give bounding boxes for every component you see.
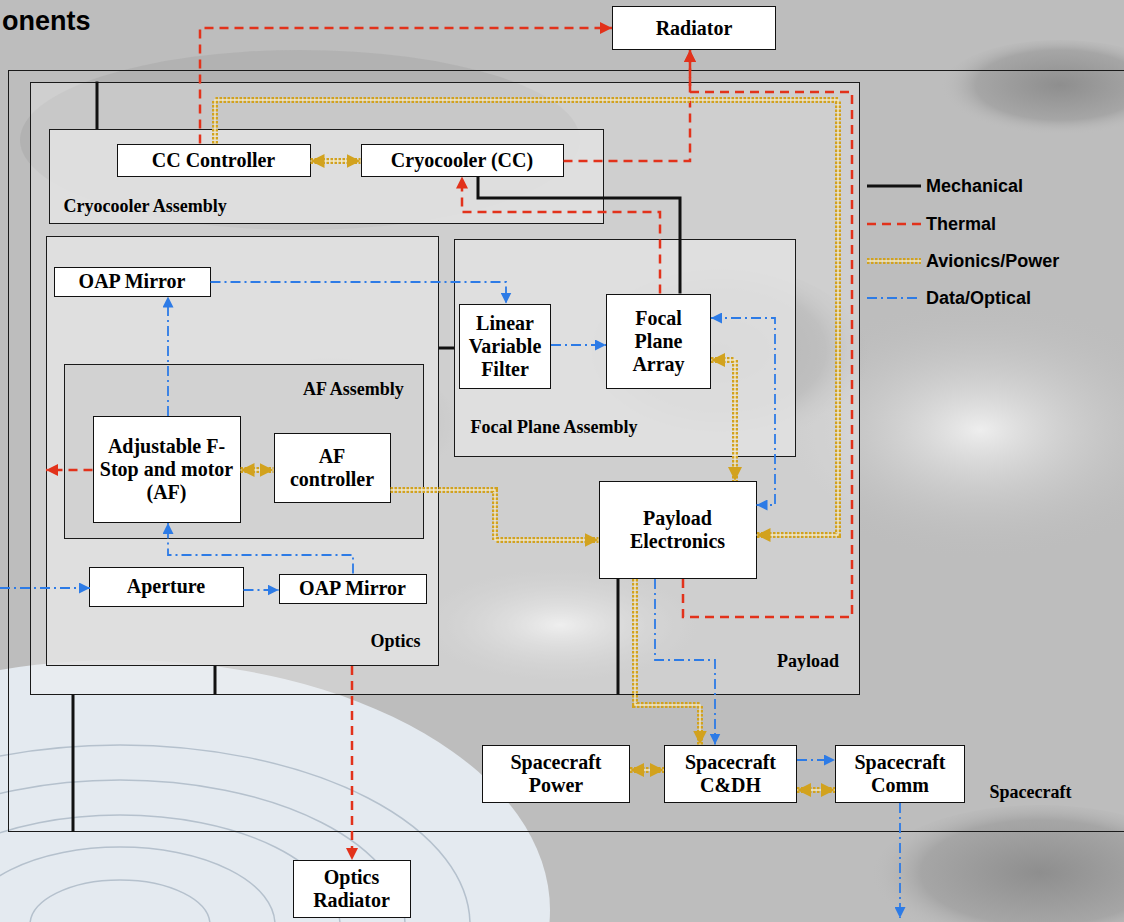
legend-label: Thermal xyxy=(926,213,996,235)
data-line xyxy=(899,803,901,918)
legend-row: Thermal xyxy=(866,213,996,235)
box-label: OAP Mirror xyxy=(299,577,406,600)
thermal-line xyxy=(351,666,354,860)
component-box: Aperture xyxy=(89,567,244,607)
box-label: Linear Variable Filter xyxy=(464,312,546,381)
basin-rings xyxy=(0,745,470,922)
arrow-heads xyxy=(352,666,353,860)
box-label: Spacecraft Comm xyxy=(840,751,960,797)
group-box: OAP MirrorAdjustable F-Stop and motor (A… xyxy=(46,236,439,666)
downlink xyxy=(900,803,901,918)
legend-label: Mechanical xyxy=(926,175,1023,197)
component-box: OAP Mirror xyxy=(279,574,427,604)
box-label: AF controller xyxy=(279,445,386,491)
component-box: Spacecraft C&DH xyxy=(664,745,797,803)
group-label: Focal Plane Assembly xyxy=(471,417,638,438)
component-box: Payload Electronics xyxy=(599,481,757,579)
component-box: CC Controller xyxy=(117,144,311,177)
basin-ring xyxy=(0,745,470,922)
avion-line xyxy=(630,767,664,773)
avion-connector xyxy=(797,790,835,791)
component-box: Adjustable F-Stop and motor (AF) xyxy=(93,416,241,523)
basin-ring xyxy=(0,780,405,922)
legend-line xyxy=(867,224,921,225)
page-title: onents xyxy=(2,5,91,37)
basin-ring xyxy=(0,847,275,922)
data-line xyxy=(867,297,921,299)
avion-line-core xyxy=(867,260,921,261)
component-box: Optics Radiator xyxy=(293,860,411,918)
legend-line xyxy=(867,261,921,262)
legend-sample xyxy=(866,251,922,271)
component-box: Spacecraft Comm xyxy=(835,745,965,803)
legend-sample xyxy=(866,214,922,234)
legend-sample xyxy=(866,288,922,308)
box-label: Payload Electronics xyxy=(604,507,752,553)
legend-row: Data/Optical xyxy=(866,287,1031,309)
component-box: OAP Mirror xyxy=(54,267,211,297)
crater xyxy=(940,40,1124,140)
component-box: Linear Variable Filter xyxy=(459,304,551,389)
group-box: Adjustable F-Stop and motor (AF) AF contr… xyxy=(64,364,424,539)
data-connector xyxy=(797,760,835,761)
box-label: Spacecraft Power xyxy=(487,751,625,797)
box-label: Adjustable F-Stop and motor (AF) xyxy=(98,435,236,504)
legend-line xyxy=(867,298,921,299)
component-box: Spacecraft Power xyxy=(482,745,630,803)
legend-row: Avionics/Power xyxy=(866,250,1059,272)
thermal-line xyxy=(867,223,921,226)
avion-line-core xyxy=(797,789,835,790)
component-box: AF controller xyxy=(274,433,391,503)
box-label: Focal Plane Array xyxy=(611,307,706,376)
avion-line-core xyxy=(630,769,664,770)
mech-connector xyxy=(73,695,74,833)
bright-basin xyxy=(0,660,550,922)
box-label: Aperture xyxy=(127,575,206,598)
group-label: AF Assembly xyxy=(303,379,404,400)
crater xyxy=(870,805,1124,922)
component-box: Focal Plane Array xyxy=(606,294,711,389)
arrow-heads xyxy=(797,760,835,761)
component-box: Cryocooler (CC) xyxy=(361,144,564,177)
group-box: CC Controller Cryocooler (CC) Cryocooler A… xyxy=(30,82,860,695)
mech-line xyxy=(867,185,921,188)
basin-ring xyxy=(30,880,210,922)
group-label: Spacecraft xyxy=(990,782,1072,803)
group-box: CC Controller Cryocooler (CC) Cryocooler A… xyxy=(49,129,604,224)
avion-connector xyxy=(630,770,664,771)
legend-row: Mechanical xyxy=(866,175,1023,197)
group-label: Optics xyxy=(371,631,421,652)
box-label: Spacecraft C&DH xyxy=(669,751,792,797)
box-label: OAP Mirror xyxy=(79,270,186,293)
arrow-heads xyxy=(630,770,664,771)
legend-label: Avionics/Power xyxy=(926,250,1059,272)
box-label: Radiator xyxy=(656,17,733,40)
avion-line xyxy=(797,787,835,793)
legend-label: Data/Optical xyxy=(926,287,1031,309)
mech-line xyxy=(72,695,75,833)
avion-line xyxy=(867,258,921,264)
box-label: Optics Radiator xyxy=(298,866,406,912)
arrow-heads xyxy=(797,790,835,791)
thermal-connector xyxy=(352,666,353,860)
legend-sample xyxy=(866,176,922,196)
component-box: Radiator xyxy=(612,6,776,50)
group-box: Linear Variable Filter Focal Plane ArrayF… xyxy=(454,239,796,457)
box-label: CC Controller xyxy=(152,149,276,172)
legend-line xyxy=(867,186,921,187)
group-label: Payload xyxy=(777,651,839,672)
group-label: Cryocooler Assembly xyxy=(64,196,227,217)
box-label: Cryocooler (CC) xyxy=(391,149,533,172)
data-line xyxy=(797,759,835,761)
